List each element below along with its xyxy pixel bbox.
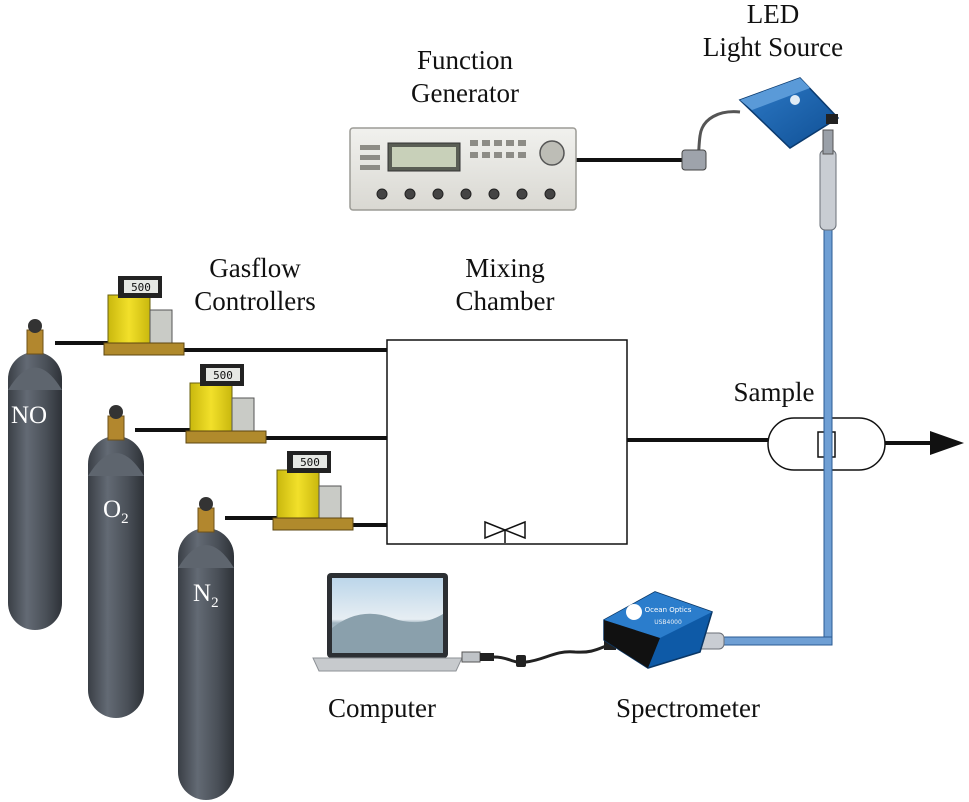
- flow-arrow-icon: [930, 431, 964, 455]
- cylinder-n2-label: N2: [193, 580, 219, 611]
- spectrometer-model: USB4000: [654, 619, 682, 626]
- cylinder-o2: [88, 405, 144, 718]
- led-light-source-label: LED Light Source: [702, 0, 844, 62]
- cylinder-o2-label: O2: [103, 496, 129, 527]
- flow-controller-2: 500: [185, 364, 267, 444]
- cylinder-no: [8, 319, 62, 630]
- controller-1-display: 500: [131, 281, 151, 294]
- controller-3-display: 500: [300, 456, 320, 469]
- function-generator-device: [349, 127, 577, 211]
- computer-label: Computer: [328, 693, 436, 723]
- fg-knob-icon: [539, 140, 565, 166]
- spectrometer-brand: Ocean Optics: [645, 606, 692, 614]
- flow-controller-1: 500: [103, 276, 185, 356]
- spectrometer-device: Ocean Optics USB4000: [603, 591, 713, 669]
- flow-controller-3: 500: [272, 451, 354, 531]
- usb-cable: [461, 640, 616, 667]
- stirrer-icon: [484, 520, 526, 543]
- cylinder-n2: [178, 497, 234, 800]
- gas-lines: [55, 158, 935, 527]
- ocean-optics-logo-icon: [626, 604, 642, 620]
- cylinder-no-label: NO: [11, 402, 48, 429]
- gasflow-controllers-label: Gasflow Controllers: [194, 253, 316, 316]
- mixing-chamber-label: Mixing Chamber: [455, 253, 555, 316]
- controller-2-display: 500: [213, 369, 233, 382]
- function-generator-label: Function Generator: [411, 45, 519, 108]
- spectrometer-label: Spectrometer: [616, 693, 760, 723]
- laptop-computer: [312, 573, 463, 672]
- led-light-source-device: [681, 77, 840, 171]
- sample-label: Sample: [733, 377, 815, 407]
- mixing-chamber-box: [386, 339, 628, 545]
